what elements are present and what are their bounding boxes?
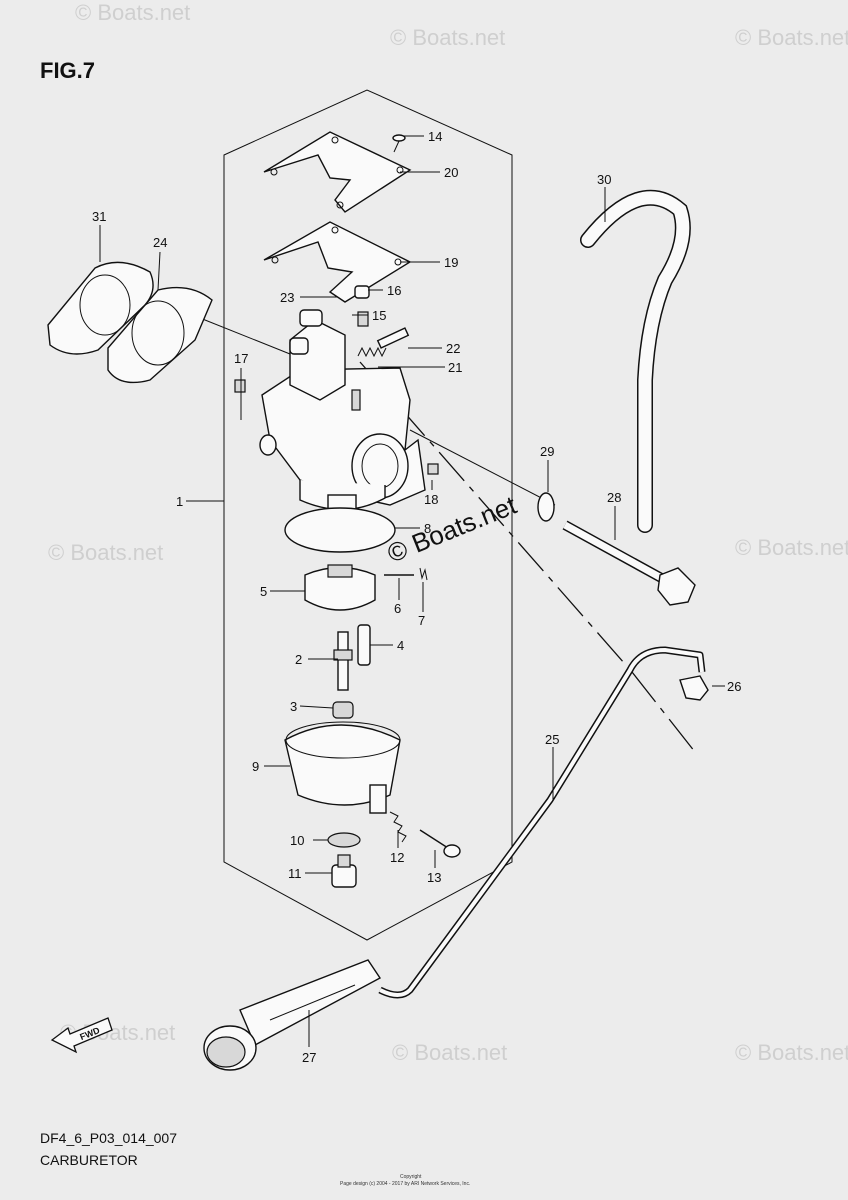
- watermark-text: © Boats.net: [735, 25, 848, 50]
- alignment-line: [631, 671, 696, 753]
- callout-18: 18: [424, 492, 438, 507]
- callout-31: 31: [92, 209, 106, 224]
- watermark-text: © Boats.net: [75, 0, 190, 25]
- callout-23: 23: [280, 290, 294, 305]
- callout-labels: 1 2 3 4 5 6 7 8 9 10 11 12 13 14 15 16 1…: [92, 129, 741, 1065]
- callout-27: 27: [302, 1050, 316, 1065]
- figure-label: FIG.7: [40, 58, 95, 83]
- callout-8: 8: [424, 521, 431, 536]
- part-19-gasket: [263, 221, 412, 303]
- diagram-title: CARBURETOR: [40, 1152, 138, 1168]
- watermark-text: © Boats.net: [48, 540, 163, 565]
- part-3-main-jet: [332, 701, 354, 719]
- callout-1: 1: [176, 494, 183, 509]
- callout-3: 3: [290, 699, 297, 714]
- part-31-insulator: [47, 261, 154, 355]
- part-15-jet: [357, 311, 369, 327]
- part-24-gasket: [107, 286, 213, 384]
- copyright-line: Page design (c) 2004 - 2017 by ARI Netwo…: [340, 1181, 470, 1187]
- callout-4: 4: [397, 638, 404, 653]
- boats-net-watermark: © Boats.net: [383, 489, 521, 568]
- part-18-plug: [427, 463, 439, 475]
- part-10-washer: [327, 832, 361, 848]
- callout-16: 16: [387, 283, 401, 298]
- diagram-code: DF4_6_P03_014_007: [40, 1130, 177, 1146]
- callout-20: 20: [444, 165, 458, 180]
- callout-5: 5: [260, 584, 267, 599]
- part-12-spring: [389, 811, 407, 843]
- watermark-text: © Boats.net: [735, 1040, 848, 1065]
- part-20-cover-plate: [263, 131, 412, 213]
- callout-13: 13: [427, 870, 441, 885]
- part-11-drain-bolt: [331, 854, 357, 888]
- watermark-text: © Boats.net: [392, 1040, 507, 1065]
- callout-29: 29: [540, 444, 554, 459]
- part-14-screw: [392, 134, 406, 153]
- part-16-screw: [354, 285, 370, 299]
- fwd-arrow-badge: FWD: [50, 1017, 113, 1054]
- watermark-text: © Boats.net: [735, 535, 848, 560]
- part-9-float-chamber: [284, 721, 401, 814]
- callout-9: 9: [252, 759, 259, 774]
- part-17-plug: [234, 379, 246, 393]
- watermark-layer: © Boats.net © Boats.net © Boats.net © Bo…: [48, 0, 848, 1065]
- part-22-screw: [376, 327, 410, 349]
- fuel-hose-fill: [581, 191, 690, 532]
- watermark-text: © Boats.net: [390, 25, 505, 50]
- part-7-clip: [419, 567, 428, 581]
- part-30-fuel-hose: [580, 189, 691, 533]
- part-8-o-ring: [284, 507, 396, 553]
- part-2-main-nozzle: [333, 631, 353, 691]
- callout-24: 24: [153, 235, 167, 250]
- part-28-bolt: [562, 520, 696, 606]
- callout-19: 19: [444, 255, 458, 270]
- part-1-carburetor-body: [259, 309, 426, 526]
- callout-30: 30: [597, 172, 611, 187]
- callout-15: 15: [372, 308, 386, 323]
- callout-14: 14: [428, 129, 442, 144]
- callout-17: 17: [234, 351, 248, 366]
- choke-rod-fill: [379, 648, 704, 997]
- leader-lines: [99, 135, 725, 1047]
- part-21-spring: [357, 346, 387, 358]
- callout-21: 21: [448, 360, 462, 375]
- part-27-choke-knob: [203, 959, 382, 1071]
- copyright-line: Copyright: [400, 1174, 422, 1180]
- callout-12: 12: [390, 850, 404, 865]
- callout-25: 25: [545, 732, 559, 747]
- part-26-clip: [679, 675, 709, 701]
- assembly-frame: [223, 89, 513, 941]
- callout-7: 7: [418, 613, 425, 628]
- callout-6: 6: [394, 601, 401, 616]
- callout-26: 26: [727, 679, 741, 694]
- callout-22: 22: [446, 341, 460, 356]
- callout-10: 10: [290, 833, 304, 848]
- alignment-line: [199, 317, 301, 359]
- callout-28: 28: [607, 490, 621, 505]
- callout-11: 11: [288, 866, 302, 881]
- part-29-washer: [537, 492, 555, 522]
- part-25-choke-rod: [378, 646, 706, 999]
- part-5-float: [304, 564, 376, 611]
- alignment-line: [409, 429, 556, 506]
- callout-2: 2: [295, 652, 302, 667]
- part-13-screw: [419, 829, 461, 858]
- part-4-jet: [357, 624, 371, 666]
